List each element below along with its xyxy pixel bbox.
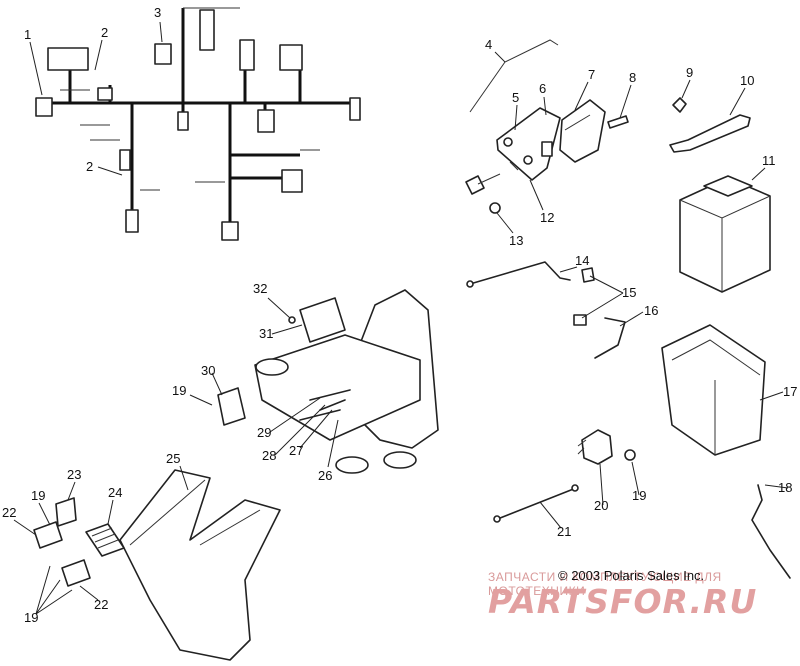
callout-26: 26 [318,468,332,483]
starter-relay [581,429,613,465]
harness-connector [125,209,139,233]
wiring-harness [35,7,361,241]
callout-32: 32 [253,281,267,296]
relay-and-lead [493,429,636,523]
callout-19: 19 [632,488,646,503]
callout-9: 9 [686,65,693,80]
harness-connector [177,111,189,131]
harness-connector [257,109,275,133]
harness-connector [221,221,239,241]
harness-connector [97,87,113,101]
callout-15: 15 [622,285,636,300]
insulator [55,497,77,527]
callout-1: 1 [24,27,31,42]
nut [624,449,636,461]
callout-25: 25 [166,451,180,466]
callout-17: 17 [783,384,797,399]
harness-connector [47,47,89,71]
callout-10: 10 [740,73,754,88]
screw [607,115,629,129]
callout-4: 4 [485,37,492,52]
callout-2: 2 [101,25,108,40]
callout-27: 27 [289,443,303,458]
callout-28: 28 [262,448,276,463]
callout-11: 11 [762,153,776,168]
frame-mount [383,451,417,469]
callout-31: 31 [259,326,273,341]
harness-connector [281,169,303,193]
regulator [85,523,125,557]
harness-connector [349,97,361,121]
callout-30: 30 [201,363,215,378]
frame-mount [335,456,369,474]
battery-box [661,324,766,456]
callout-21: 21 [557,524,571,539]
callout-2: 2 [86,159,93,174]
callout-29: 29 [257,425,271,440]
mount-plate [33,521,63,549]
solenoid-assembly [465,39,629,214]
frame-mounts [119,289,439,661]
callout-22: 22 [2,505,16,520]
callout-20: 20 [594,498,608,513]
terminal-cap [581,267,595,283]
callout-14: 14 [575,253,589,268]
callout-13: 13 [509,233,523,248]
callout-6: 6 [539,81,546,96]
callout-18: 18 [778,480,792,495]
callout-7: 7 [588,67,595,82]
callout-12: 12 [540,210,554,225]
callout-8: 8 [629,70,636,85]
callout-labels: 1 2 2 3 4 5 6 7 8 9 10 11 12 13 14 15 16… [2,5,797,625]
solenoid-bracket [496,107,561,181]
solenoid-terminal [541,141,553,157]
callout-5: 5 [512,90,519,105]
solenoid-cover [559,99,606,163]
mount-plate [217,387,246,426]
callout-3: 3 [154,5,161,20]
leader-lines [13,21,789,615]
solenoid-plug [465,175,485,195]
relay-bracket [299,297,346,343]
battery-strap [669,114,751,153]
callout-23: 23 [67,467,81,482]
callout-19: 19 [24,610,38,625]
watermark-logo: PARTSFOR.RU [488,582,758,621]
screw [288,316,296,324]
callout-19: 19 [31,488,45,503]
terminal-cover [573,314,587,326]
harness-connector [199,9,215,51]
harness-connector [35,97,53,117]
callout-22: 22 [94,597,108,612]
watermark-text: ЗАПЧАСТИ И КОМПЛЕКТУЮЩИЕ ДЛЯ МОТОТЕХНИКИ [488,570,722,598]
mount-plate [61,559,91,587]
frame-mount [255,358,289,376]
battery-terminal [703,175,753,197]
battery-hardware [669,97,771,293]
cables-and-box [466,261,791,579]
callout-24: 24 [108,485,122,500]
front-frame [119,469,281,661]
regulator-parts [33,497,125,587]
harness-connector [279,44,303,71]
harness-connector [154,43,172,65]
harness-connector [239,39,255,71]
bolt [672,97,687,113]
harness-connector [119,149,131,171]
callout-19: 19 [172,383,186,398]
copyright-notice: © 2003 Polaris Sales Inc. [558,568,705,583]
nut [489,202,501,214]
callout-16: 16 [644,303,658,318]
